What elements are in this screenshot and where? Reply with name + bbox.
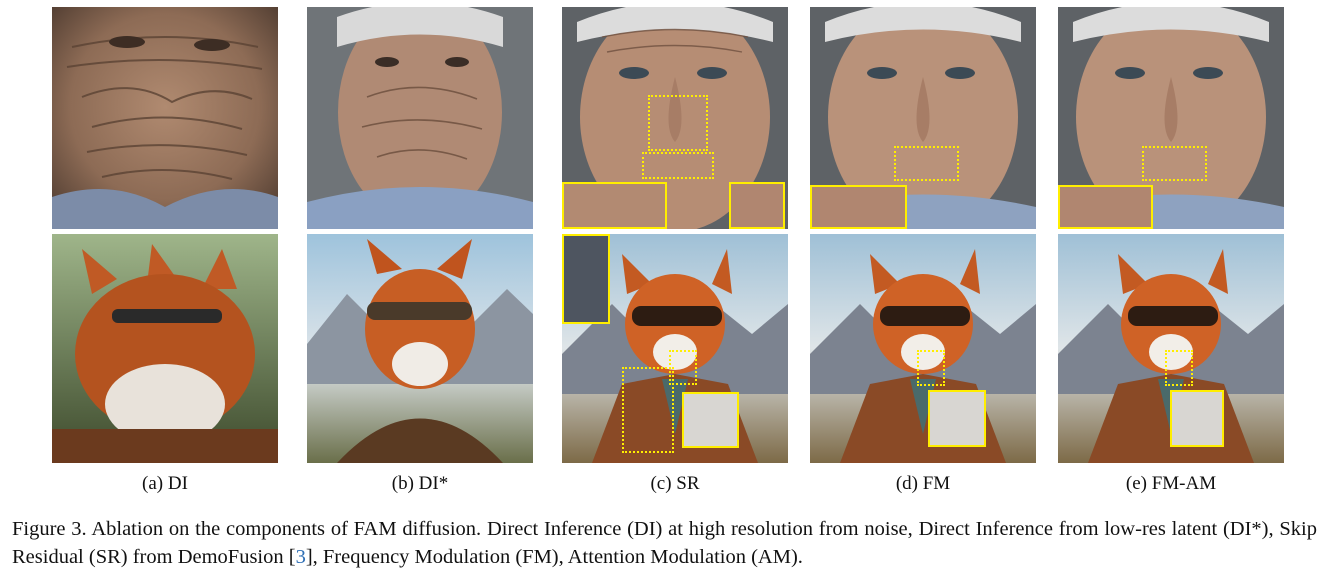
fox-image-sr xyxy=(562,234,788,463)
fox-image-di-star xyxy=(307,234,533,463)
zoom-inset-left xyxy=(562,182,667,229)
old-man-image-sr xyxy=(562,7,788,229)
zoom-inset-right xyxy=(729,182,785,229)
panel-label: (a) DI xyxy=(142,473,188,494)
old-man-image-di-star xyxy=(307,7,533,229)
zoom-inset-bottom-right xyxy=(928,390,986,447)
caption-text: Figure 3. Ablation on the components of … xyxy=(12,518,1317,568)
zoom-inset-bottom-right xyxy=(682,392,739,448)
panel-label: (d) FM xyxy=(895,473,951,494)
old-man-image-fm-am xyxy=(1058,7,1284,229)
fox-image-fm-am xyxy=(1058,234,1284,463)
panel-label: (b) DI* xyxy=(391,473,449,494)
fox-image-di xyxy=(52,234,278,463)
old-man-image-fm xyxy=(810,7,1036,229)
fox-image-fm xyxy=(810,234,1036,463)
old-man-image-di xyxy=(52,7,278,229)
figure-caption: Figure 3. Ablation on the components of … xyxy=(12,515,1317,571)
caption-text-end: ], Frequency Modulation (FM), Attention … xyxy=(305,546,803,568)
zoom-inset-left xyxy=(810,185,907,229)
panel-label: (c) SR xyxy=(650,473,700,494)
zoom-inset-bottom-right xyxy=(1170,390,1224,447)
zoom-inset-left xyxy=(1058,185,1153,229)
citation-link[interactable]: 3 xyxy=(295,546,306,568)
zoom-inset-top-left xyxy=(562,234,610,324)
panel-label: (e) FM-AM xyxy=(1125,473,1217,494)
